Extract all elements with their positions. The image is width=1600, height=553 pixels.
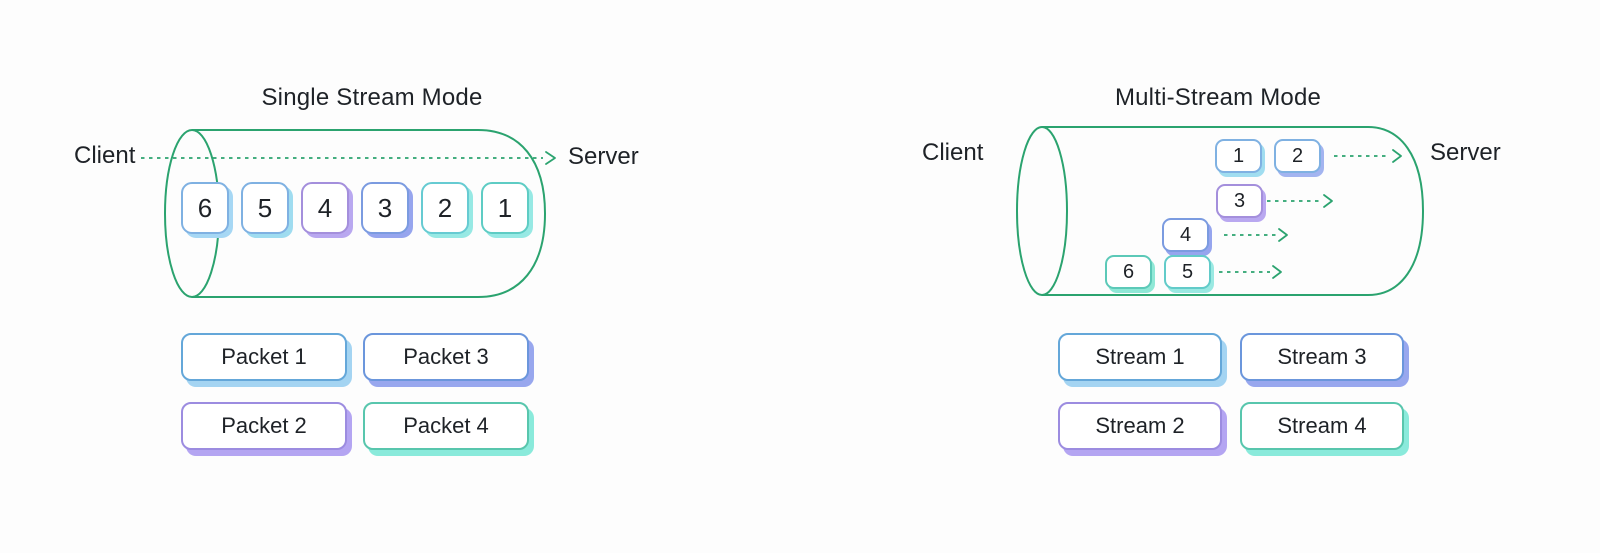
packet-box-1: 1 — [481, 182, 529, 234]
legend-chip-packet-3: Packet 3 — [363, 333, 529, 381]
client-server-arrow — [141, 151, 556, 165]
stream4-packet-6: 6 — [1105, 255, 1152, 289]
legend-chip-stream-4: Stream 4 — [1240, 402, 1404, 450]
server-label: Server — [568, 143, 639, 170]
stream-4-arrow — [1219, 265, 1282, 279]
panel-title: Single Stream Mode — [261, 84, 483, 111]
legend-chip-stream-3: Stream 3 — [1240, 333, 1404, 381]
client-label: Client — [74, 142, 136, 169]
legend-chip-stream-2: Stream 2 — [1058, 402, 1222, 450]
legend-chip-packet-2: Packet 2 — [181, 402, 347, 450]
packet-box-2: 2 — [421, 182, 469, 234]
stream1-packet-1: 1 — [1215, 139, 1262, 173]
client-label: Client — [922, 139, 984, 166]
packet-box-4: 4 — [301, 182, 349, 234]
packet-box-5: 5 — [241, 182, 289, 234]
legend-chip-packet-1: Packet 1 — [181, 333, 347, 381]
legend-chip-stream-1: Stream 1 — [1058, 333, 1222, 381]
stream-3-arrow — [1224, 228, 1288, 242]
packet-box-6: 6 — [181, 182, 229, 234]
stream4-packet-5: 5 — [1164, 255, 1211, 289]
stream-1-arrow — [1334, 149, 1402, 163]
legend-chip-packet-4: Packet 4 — [363, 402, 529, 450]
stream3-packet-4: 4 — [1162, 218, 1209, 252]
server-label: Server — [1430, 139, 1501, 166]
stream1-packet-2: 2 — [1274, 139, 1321, 173]
stream-2-arrow — [1267, 194, 1333, 208]
panel-title: Multi-Stream Mode — [1114, 84, 1322, 111]
stream2-packet-3: 3 — [1216, 184, 1263, 218]
packet-box-3: 3 — [361, 182, 409, 234]
